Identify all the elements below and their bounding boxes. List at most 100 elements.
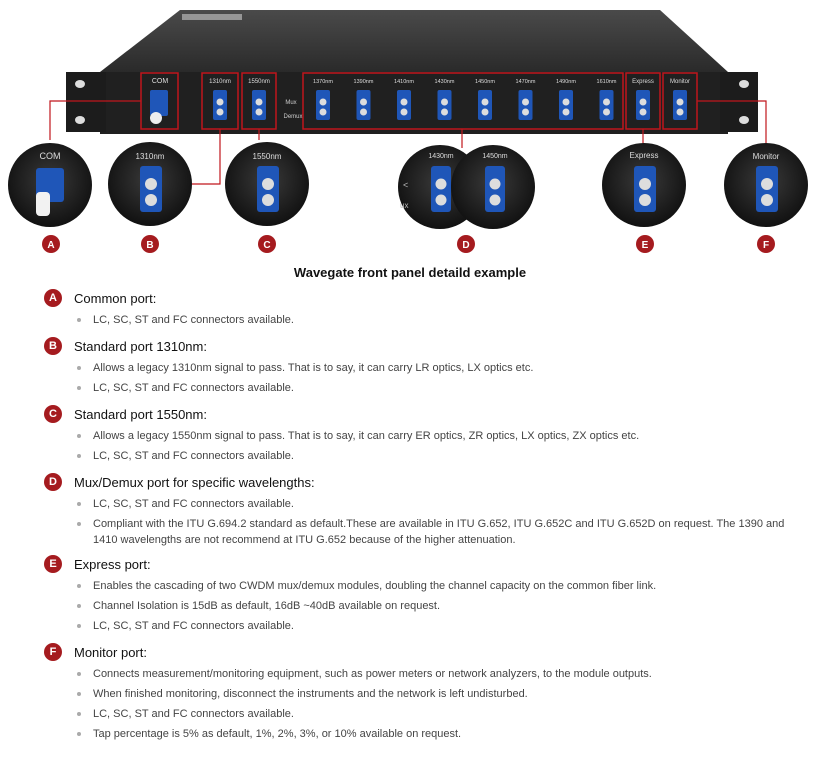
badge-f: F <box>763 240 769 251</box>
svg-text:ux: ux <box>400 201 408 210</box>
svg-text:1450nm: 1450nm <box>482 153 507 160</box>
connector-ferrule <box>360 98 367 106</box>
wavelength-label: 1410nm <box>394 79 414 85</box>
panel-label-com: COM <box>152 78 169 85</box>
connector-ferrule <box>400 108 408 116</box>
panel-label-mux: Mux <box>285 100 296 106</box>
panel-label-1310: 1310nm <box>209 79 231 85</box>
bullet-item: Allows a legacy 1550nm signal to pass. T… <box>40 428 810 444</box>
connector-ferrule <box>400 98 408 106</box>
panel-label-demux: Demux <box>283 114 302 120</box>
section-title: Standard port 1310nm: <box>74 338 207 354</box>
bullet-item: LC, SC, ST and FC connectors available. <box>40 380 810 396</box>
wavelength-label: 1450nm <box>475 79 495 85</box>
section-bullets: Allows a legacy 1310nm signal to pass. T… <box>40 360 810 396</box>
section-a: A Common port: LC, SC, ST and FC connector… <box>40 288 810 328</box>
bullet-item: LC, SC, ST and FC connectors available. <box>40 496 810 512</box>
section-title: Common port: <box>74 290 157 306</box>
section-b: B Standard port 1310nm: Allows a legacy 13… <box>40 336 810 396</box>
section-badge: C <box>44 405 62 423</box>
section-bullets: Enables the cascading of two CWDM mux/de… <box>40 578 810 634</box>
section-bullets: LC, SC, ST and FC connectors available. C… <box>40 496 810 548</box>
zoom-mux-demux: < ux 1430nm 1450nm <box>398 145 535 229</box>
badge-c: C <box>263 240 270 251</box>
connector-ferrule <box>603 98 610 106</box>
section-e: E Express port: Enables the cascading of t… <box>40 554 810 634</box>
letter-badges: A B C D E F <box>42 235 775 253</box>
section-header: C Standard port 1550nm: <box>40 404 810 424</box>
figure-caption: Wavegate front panel detaild example <box>293 265 527 280</box>
badge-b: B <box>146 240 153 251</box>
section-header: B Standard port 1310nm: <box>40 336 810 356</box>
section-d: D Mux/Demux port for specific wavelengths… <box>40 472 810 548</box>
svg-text:Express: Express <box>630 151 659 160</box>
zoom-1310: 1310nm <box>108 142 192 226</box>
wavelength-label: 1370nm <box>313 79 333 85</box>
connector-ferrule <box>481 108 489 116</box>
zoom-express: Express <box>602 143 686 227</box>
bullet-item: Enables the cascading of two CWDM mux/de… <box>40 578 810 594</box>
wavelength-label: 1430nm <box>435 79 455 85</box>
bullet-item: When finished monitoring, disconnect the… <box>40 686 810 702</box>
connector-ferrule <box>562 108 570 116</box>
wavelength-label: 1470nm <box>516 79 536 85</box>
panel-label-express: Express <box>632 79 654 85</box>
connector-ferrule <box>562 98 570 106</box>
bullet-item: Compliant with the ITU G.694.2 standard … <box>40 516 810 548</box>
svg-text:1550nm: 1550nm <box>253 152 282 161</box>
rack-chassis <box>66 10 758 134</box>
wavelength-label: 1610nm <box>597 79 617 85</box>
svg-text:<: < <box>403 180 408 190</box>
section-title: Monitor port: <box>74 644 147 660</box>
bullet-item: LC, SC, ST and FC connectors available. <box>40 448 810 464</box>
bullet-item: Allows a legacy 1310nm signal to pass. T… <box>40 360 810 376</box>
svg-text:1310nm: 1310nm <box>136 152 165 161</box>
section-bullets: Connects measurement/monitoring equipmen… <box>40 666 810 742</box>
badge-a: A <box>47 240 54 251</box>
connector-ferrule <box>319 98 327 106</box>
section-badge: F <box>44 643 62 661</box>
connector-ferrule <box>319 108 327 116</box>
section-header: D Mux/Demux port for specific wavelengths… <box>40 472 810 492</box>
zoom-monitor: Monitor <box>724 143 808 227</box>
bullet-item: Tap percentage is 5% as default, 1%, 2%,… <box>40 726 810 742</box>
section-badge: A <box>44 289 62 307</box>
section-title: Standard port 1550nm: <box>74 406 207 422</box>
connector-ferrule <box>522 108 529 116</box>
bullet-item: LC, SC, ST and FC connectors available. <box>40 706 810 722</box>
section-badge: D <box>44 473 62 491</box>
bullet-item: LC, SC, ST and FC connectors available. <box>40 312 810 328</box>
section-f: F Monitor port: Connects measurement/monit… <box>40 642 810 742</box>
panel-label-monitor: Monitor <box>670 79 690 85</box>
section-bullets: Allows a legacy 1550nm signal to pass. T… <box>40 428 810 464</box>
zoom-com: COM <box>8 143 92 227</box>
connector-ferrule <box>441 98 448 106</box>
bullet-item: Channel Isolation is 15dB as default, 16… <box>40 598 810 614</box>
section-title: Express port: <box>74 556 151 572</box>
section-header: A Common port: <box>40 288 810 308</box>
connector-ferrule <box>522 98 529 106</box>
badge-e: E <box>642 240 649 251</box>
svg-text:Monitor: Monitor <box>753 152 780 161</box>
section-bullets: LC, SC, ST and FC connectors available. <box>40 312 810 328</box>
section-title: Mux/Demux port for specific wavelengths: <box>74 474 315 490</box>
bullet-item: Connects measurement/monitoring equipmen… <box>40 666 810 682</box>
zoom-1550: 1550nm <box>225 142 309 226</box>
section-header: F Monitor port: <box>40 642 810 662</box>
section-c: C Standard port 1550nm: Allows a legacy 15… <box>40 404 810 464</box>
section-badge: B <box>44 337 62 355</box>
section-header: E Express port: <box>40 554 810 574</box>
connector-ferrule <box>360 108 367 116</box>
connector-ferrule <box>441 108 448 116</box>
svg-text:1430nm: 1430nm <box>428 153 453 160</box>
bullet-item: LC, SC, ST and FC connectors available. <box>40 618 810 634</box>
mux-ports-box <box>302 72 624 130</box>
connector-ferrule <box>481 98 489 106</box>
svg-text:COM: COM <box>40 151 61 161</box>
section-badge: E <box>44 555 62 573</box>
connector-ferrule <box>603 108 610 116</box>
callout-lines <box>49 100 767 185</box>
